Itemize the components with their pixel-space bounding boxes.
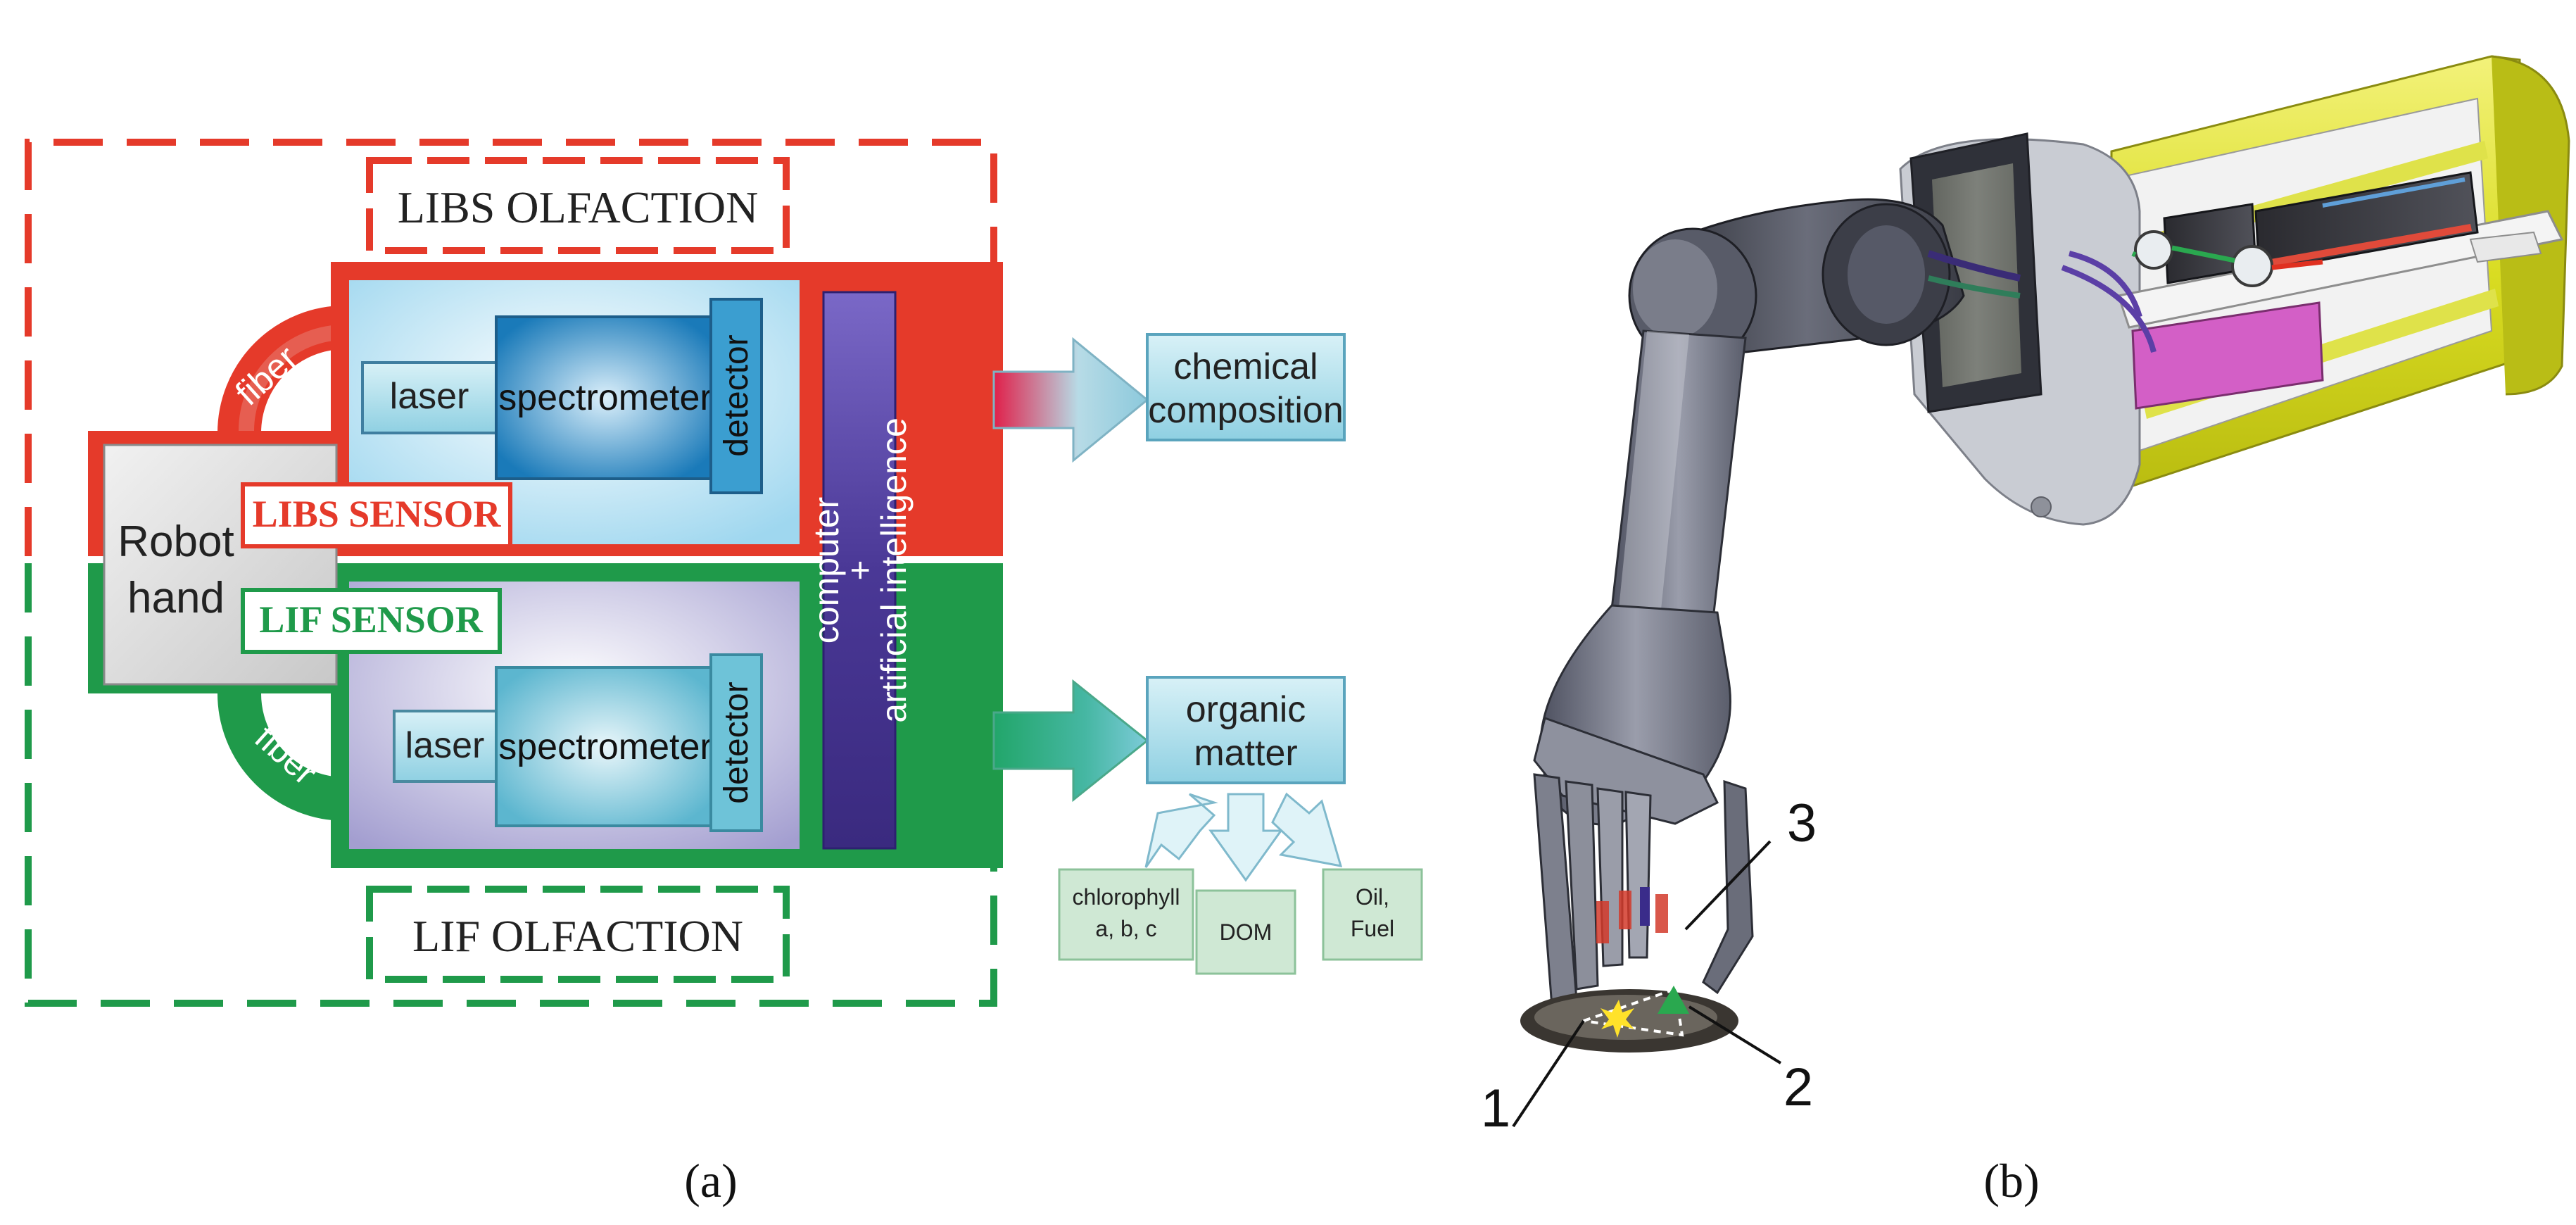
- spectrometer-bottom-label: spectrometer: [498, 727, 712, 767]
- caption-a: (a): [684, 1154, 737, 1207]
- callout-label-3: 3: [1787, 793, 1817, 853]
- chlorophyll-line2: a, b, c: [1095, 916, 1156, 941]
- callout-label-1: 1: [1481, 1079, 1510, 1138]
- lif-sensor-label-box: [241, 588, 502, 654]
- dom-label: DOM: [1220, 919, 1273, 945]
- computer-ai-block: [822, 291, 897, 850]
- callout-lines: [1512, 840, 1782, 1128]
- panel-a-diagram: LIBS OLFACTION LIF OLFACTION fiber fiber…: [25, 139, 1423, 1007]
- computer-ai-label: computer + artificial intelligence: [807, 417, 914, 723]
- chemical-composition-box: [1146, 333, 1346, 441]
- dom-box: [1195, 889, 1296, 975]
- chemical-composition-line2: composition: [1148, 390, 1343, 431]
- fiber-bottom: [217, 693, 346, 821]
- laser-top-label: laser: [390, 376, 469, 417]
- internal-instruments: [2061, 171, 2564, 410]
- laser-bottom-label: laser: [405, 725, 485, 766]
- caption-b: (b): [1983, 1154, 2039, 1207]
- callout-label-2: 2: [1783, 1057, 1813, 1117]
- arrow-to-dom: [1208, 793, 1283, 882]
- libs-olfaction-label: LIBS OLFACTION: [398, 182, 759, 232]
- detector-bottom-block: [709, 653, 763, 832]
- organic-matter-box: [1146, 676, 1346, 784]
- chemical-composition-line1: chemical: [1173, 346, 1318, 387]
- organic-matter-line1: organic: [1186, 689, 1306, 730]
- laser-top-block: [361, 361, 498, 434]
- organic-matter-line2: matter: [1194, 733, 1297, 774]
- oil-fuel-box: [1322, 868, 1423, 961]
- detector-bottom-label: detector: [718, 681, 755, 803]
- robot-arm-shoulder: [1628, 198, 2021, 364]
- detector-top-block: [709, 298, 763, 494]
- oil-fuel-line1: Oil,: [1356, 884, 1389, 910]
- chlorophyll-box: [1058, 868, 1194, 961]
- svg-text:computer: computer: [807, 497, 846, 643]
- oil-fuel-line2: Fuel: [1351, 916, 1394, 941]
- arrow-to-chemical: [992, 337, 1149, 463]
- svg-text:+: +: [840, 560, 880, 580]
- arrow-to-organic: [992, 679, 1149, 803]
- chlorophyll-line1: chlorophyll: [1073, 884, 1180, 910]
- arrow-to-oil: [1271, 792, 1343, 867]
- detector-top-label: detector: [718, 334, 755, 456]
- svg-text:artificial intelligence: artificial intelligence: [874, 417, 914, 723]
- robot-hand: [1533, 604, 1754, 1008]
- spark-icon: [1600, 1000, 1634, 1038]
- spectrometer-top-block: [495, 315, 716, 480]
- libs-sensor-label: LIBS SENSOR: [253, 493, 502, 535]
- panel-b-robot-illustration: 1 2 3: [1481, 55, 2570, 1138]
- libs-olfaction-label-box: [366, 157, 790, 254]
- robot-hand-label-line2: hand: [127, 574, 225, 622]
- lif-olfaction-label: LIF OLFACTION: [412, 911, 743, 961]
- fiber-top: [217, 306, 346, 434]
- lif-olfaction-label-box: [366, 886, 790, 983]
- arrow-to-chlorophyll: [1144, 793, 1218, 868]
- robot-hand-label-line1: Robot: [118, 517, 234, 566]
- robot-arm-forearm: [1610, 329, 1747, 614]
- lif-sensor-label: LIF SENSOR: [259, 598, 484, 641]
- spectrometer-top-label: spectrometer: [498, 377, 712, 418]
- libs-sensor-label-box: [241, 482, 512, 548]
